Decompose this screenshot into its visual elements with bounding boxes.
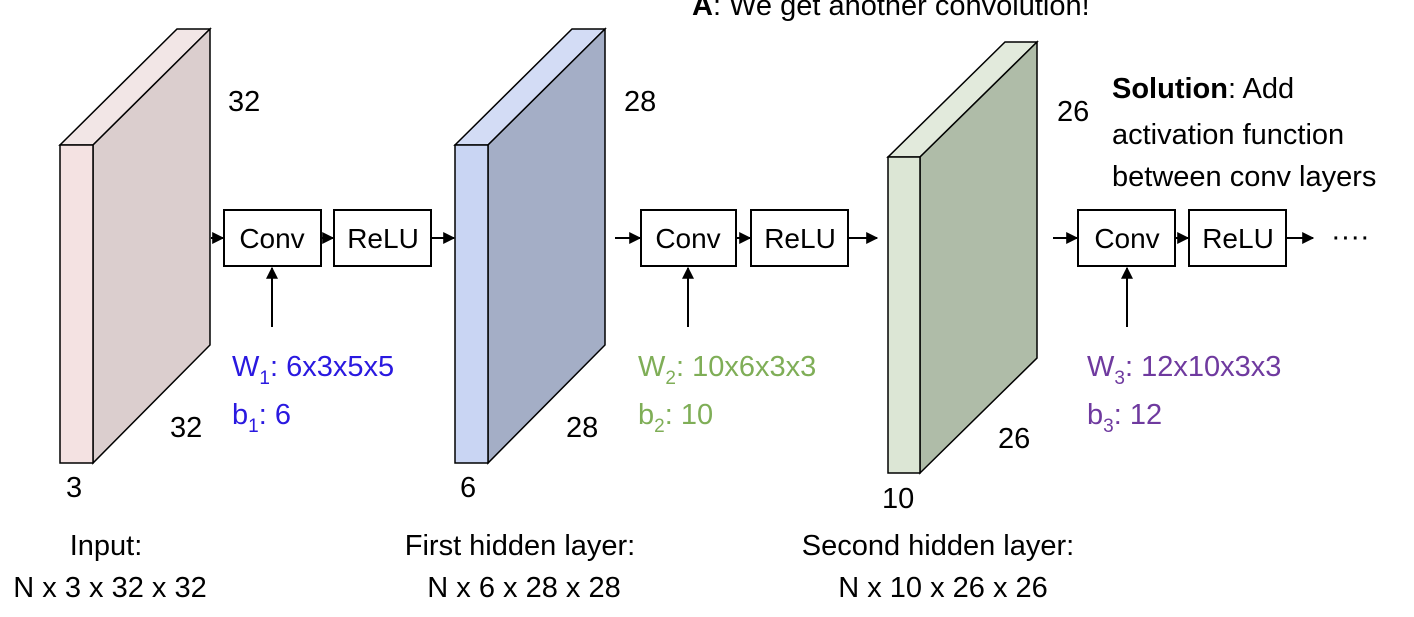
hidden2-volume (886, 40, 1039, 475)
continuation-dots: ···· (1331, 221, 1370, 253)
b3-sub: 3 (1103, 416, 1114, 437)
solution-bold: Solution (1112, 73, 1228, 105)
hidden1-caption-line2: N x 6 x 28 x 28 (427, 572, 620, 604)
input-width-label: 32 (170, 412, 202, 444)
relu1-label: ReLU (347, 223, 419, 254)
solution-line2: activation function (1112, 119, 1344, 151)
conv3-label: Conv (1094, 223, 1159, 254)
b3-name: b (1087, 399, 1103, 431)
w2-sub: 2 (665, 368, 676, 389)
b1-label: b1: 6 (232, 399, 291, 437)
w1-value: : 6x3x5x5 (270, 351, 394, 383)
input-volume (58, 27, 212, 465)
solution-line1: : Add (1228, 73, 1294, 105)
conv1-label: Conv (239, 223, 304, 254)
w1-label: W1: 6x3x5x5 (232, 351, 394, 389)
w1-sub: 1 (259, 368, 270, 389)
hidden1-volume (453, 27, 607, 465)
input-caption-line2: N x 3 x 32 x 32 (13, 572, 206, 604)
conv3-box (1077, 209, 1176, 267)
header-note-bold: A (692, 0, 713, 22)
hidden1-caption-line1: First hidden layer: (405, 530, 636, 562)
relu3-box (1188, 209, 1287, 267)
w2-value: : 10x6x3x3 (676, 351, 816, 383)
conv2-box (640, 209, 737, 267)
w2-label: W2: 10x6x3x3 (638, 351, 816, 389)
w3-value: : 12x10x3x3 (1125, 351, 1281, 383)
hidden2-volume-front (887, 156, 921, 474)
input-caption-line1: Input: (70, 530, 143, 562)
b1-sub: 1 (248, 416, 259, 437)
solution-note: Solution: Add activation function betwee… (1112, 73, 1376, 193)
hidden1-volume-front (454, 144, 489, 464)
b2-name: b (638, 399, 654, 431)
relu2-label: ReLU (764, 223, 836, 254)
header-note-text: : We get another convolution! (713, 0, 1090, 22)
svg-text:Solution: Add: Solution: Add (1112, 73, 1294, 105)
hidden2-volume-side (919, 40, 1038, 475)
w3-name: W (1087, 351, 1115, 383)
b1-value: : 6 (259, 399, 291, 431)
hidden2-width-label: 26 (998, 423, 1030, 455)
relu3-label: ReLU (1202, 223, 1274, 254)
b2-label: b2: 10 (638, 399, 713, 437)
header-note: A: We get another convolution! (692, 0, 1090, 22)
hidden1-height-label: 28 (624, 86, 656, 118)
relu1-box (333, 209, 432, 267)
conv2-label: Conv (655, 223, 720, 254)
solution-line3: between conv layers (1112, 161, 1376, 193)
b3-label: b3: 12 (1087, 399, 1162, 437)
b2-value: : 10 (665, 399, 713, 431)
relu2-box (750, 209, 849, 267)
input-volume-front (59, 144, 94, 464)
hidden2-caption-line2: N x 10 x 26 x 26 (838, 572, 1048, 604)
input-depth-label: 3 (66, 472, 82, 504)
hidden1-width-label: 28 (566, 412, 598, 444)
w3-label: W3: 12x10x3x3 (1087, 351, 1281, 389)
w3-sub: 3 (1114, 368, 1125, 389)
w1-name: W (232, 351, 260, 383)
b3-value: : 12 (1114, 399, 1162, 431)
w2-name: W (638, 351, 666, 383)
hidden1-depth-label: 6 (460, 472, 476, 504)
conv1-box (223, 209, 322, 267)
input-height-label: 32 (228, 86, 260, 118)
b2-sub: 2 (654, 416, 665, 437)
b1-name: b (232, 399, 248, 431)
hidden2-depth-label: 10 (882, 483, 914, 515)
hidden2-caption-line1: Second hidden layer: (802, 530, 1074, 562)
hidden2-height-label: 26 (1057, 96, 1089, 128)
